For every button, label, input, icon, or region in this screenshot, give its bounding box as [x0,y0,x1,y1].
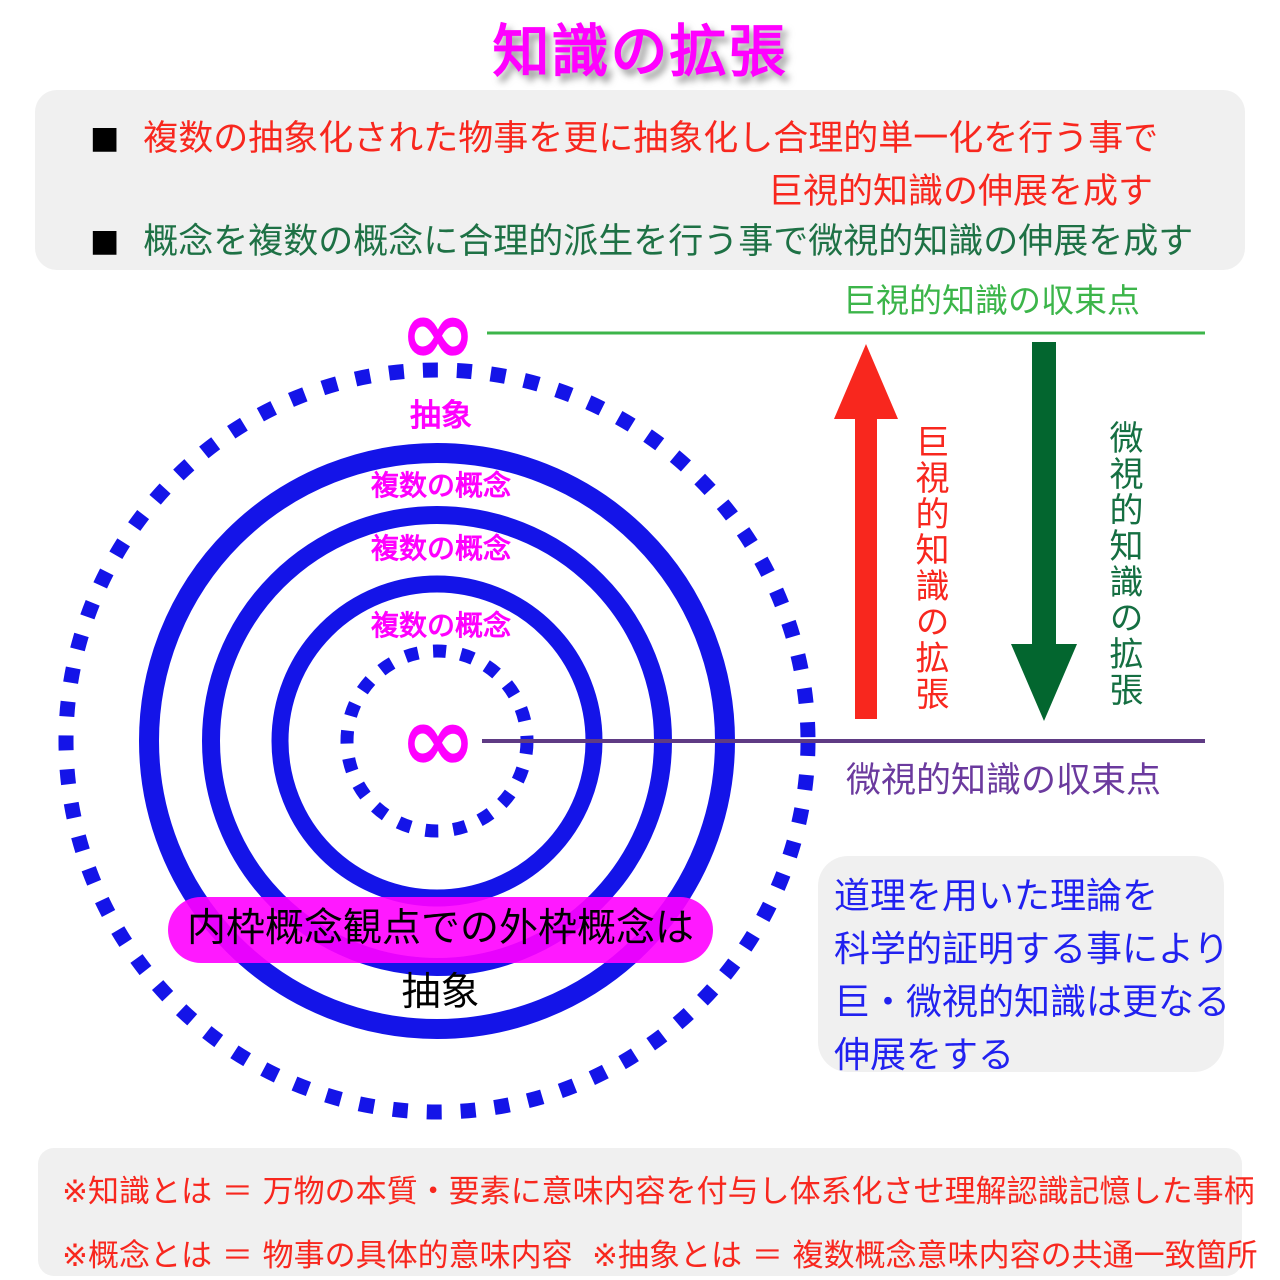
side-note-line-2: 科学的証明する事により [834,929,1230,970]
concept-definition: ※概念とは ＝ 物事の具体的意味内容 [62,1238,573,1274]
macro-convergence-label: 巨視的知識の収束点 [843,281,1140,320]
macro-up-arrow [834,344,898,719]
page-title: 知識の拡張 [492,19,788,85]
abstraction-definition: ※抽象とは ＝ 複数概念意味内容の共通一致箇所 [592,1238,1258,1274]
abstraction-label: 抽象 [410,398,472,434]
bullet-macro-line1: ■ 複数の抽象化された物事を更に抽象化し合理的単一化を行う事で [90,110,1158,161]
side-note-line-3: 巨・微視的知識は更なる [834,982,1231,1023]
inner-outer-concept-pill: 内枠概念観点での外枠概念は抽象 [168,897,713,1015]
micro-down-arrow [1011,342,1077,721]
center-infinity-symbol: ∞ [399,686,477,793]
top-infinity-symbol: ∞ [399,279,477,386]
side-note-line-1: 道理を用いた理論を [834,876,1159,917]
bullet-macro-text: 複数の抽象化された物事を更に抽象化し合理的単一化を行う事で [143,119,1159,159]
bullet-square-icon: ■ [90,120,120,156]
ring-label-2: 複数の概念 [370,532,511,565]
bullet-square-icon: ■ [90,223,120,259]
bullet-macro-line2: 巨視的知識の伸展を成す [768,172,1154,212]
side-note-box: 道理を用いた理論を 科学的証明する事により 巨・微視的知識は更なる 伸展をする [818,856,1231,1076]
ring-label-1: 複数の概念 [370,469,511,502]
ring-label-3: 複数の概念 [370,609,511,642]
micro-convergence-label: 微視的知識の収束点 [846,761,1162,801]
bullet-micro-text: 概念を複数の概念に合理的派生を行う事で微視的知識の伸展を成す [143,222,1194,262]
side-note-line-4: 伸展をする [834,1035,1015,1076]
summary-box: ■ 複数の抽象化された物事を更に抽象化し合理的単一化を行う事で 巨視的知識の伸展を… [35,90,1245,270]
macro-expansion-label: 巨視的知識の拡張 [909,424,949,712]
definitions-box: ※知識とは ＝ 万物の本質・要素に意味内容を付与し体系化させ理解認識記憶した事柄… [38,1148,1258,1276]
bullet-micro-line: ■ 概念を複数の概念に合理的派生を行う事で微視的知識の伸展を成す [90,213,1193,264]
knowledge-definition: ※知識とは ＝ 万物の本質・要素に意味内容を付与し体系化させ理解認識記憶した事柄 [62,1174,1255,1210]
micro-expansion-label: 微視的知識の拡張 [1103,420,1143,708]
